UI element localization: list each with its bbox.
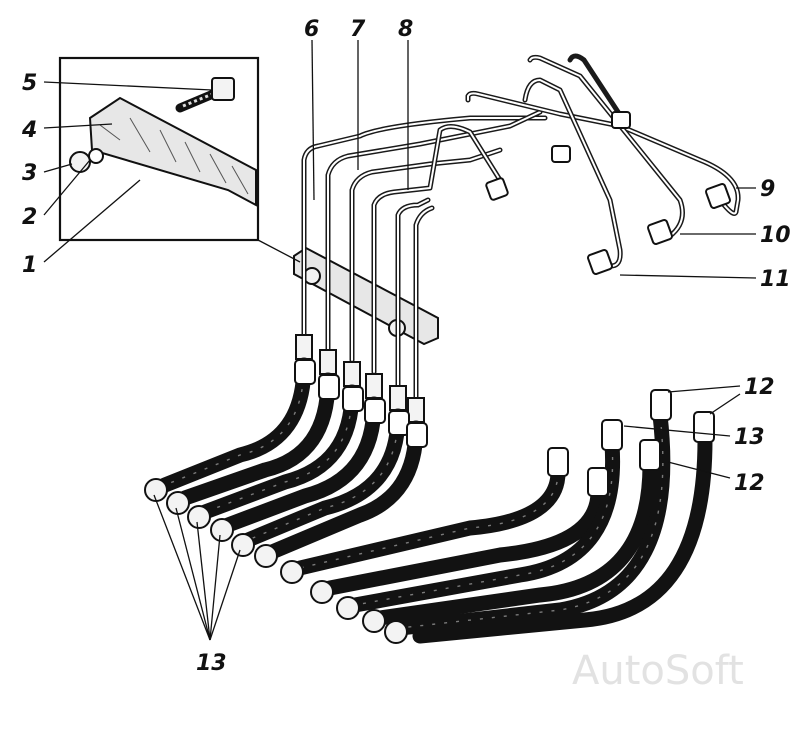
hose-end-fittings	[144, 478, 408, 644]
tube-fittings	[295, 334, 425, 423]
callout-7: 7	[350, 17, 366, 42]
callout-10: 10	[760, 223, 791, 248]
inset-washer	[88, 148, 104, 164]
hose-12	[412, 432, 713, 644]
steel-tubes	[301, 53, 741, 401]
callout-13-right: 13	[734, 425, 765, 450]
cap-front	[485, 177, 509, 201]
callout-5: 5	[22, 71, 37, 96]
tube-6	[301, 115, 548, 338]
hose-sleeves-top	[294, 359, 715, 497]
tube-caps	[485, 111, 731, 275]
leader-lines	[43, 39, 757, 641]
callout-11: 11	[760, 267, 791, 292]
callout-1: 1	[22, 253, 37, 278]
callout-13-bottom: 13	[196, 651, 227, 676]
inset-nut	[69, 151, 91, 173]
callout-6: 6	[304, 17, 319, 42]
callout-labels: 5 4 3 2 1 6 7 8 9 10 11 12 13 12 13	[21, 17, 791, 676]
inset-bolt	[175, 77, 235, 113]
tube-9	[465, 90, 741, 216]
callout-9: 9	[760, 177, 775, 202]
cap-10	[647, 219, 673, 245]
tube-front-2	[395, 197, 431, 388]
tube-front-3	[413, 205, 435, 401]
cap-upper-2	[551, 145, 571, 163]
callout-3: 3	[22, 161, 37, 186]
flexible-hoses	[157, 357, 713, 644]
callout-4: 4	[21, 118, 37, 143]
tube-7	[325, 109, 543, 353]
cap-upper-1	[611, 111, 631, 129]
callout-12-bottom: 12	[734, 471, 765, 496]
inset-detail	[58, 56, 260, 242]
tube-upper-loop	[567, 53, 625, 121]
hose-8	[322, 482, 606, 596]
cap-9	[705, 183, 731, 209]
callout-8: 8	[398, 17, 413, 42]
callout-12-top: 12	[744, 375, 775, 400]
cap-11	[587, 249, 613, 275]
watermark-text: AutoSoft	[572, 648, 744, 694]
callout-2: 2	[22, 205, 37, 230]
hose-10	[372, 457, 658, 626]
